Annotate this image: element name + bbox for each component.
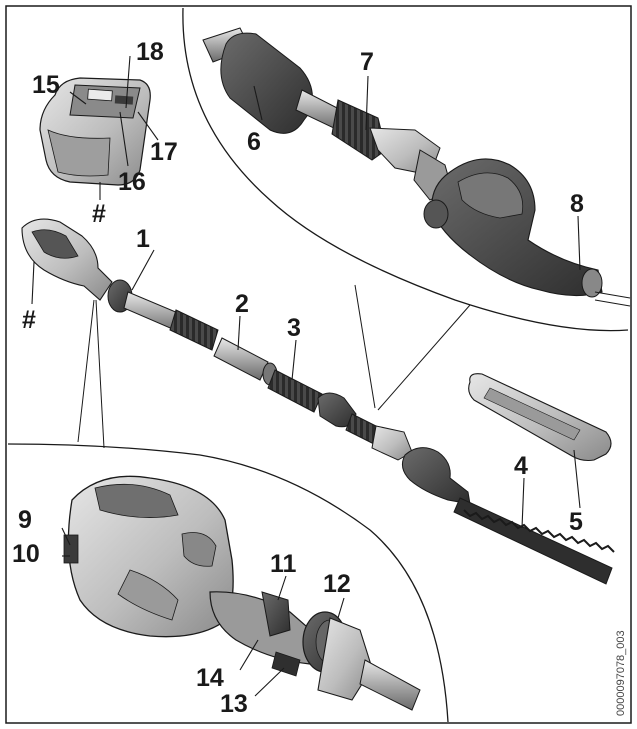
callout-9: 9 <box>18 506 32 534</box>
callout-12: 12 <box>323 570 351 598</box>
detail-view-bottom <box>7 299 449 723</box>
joint-part-7 <box>331 99 387 161</box>
callout-15: 15 <box>32 71 60 99</box>
switch-part-13 <box>271 651 301 677</box>
callout-2: 2 <box>235 290 249 318</box>
callout-10: 10 <box>12 540 40 568</box>
callout-1: 1 <box>136 225 150 253</box>
shaft-tube-part-3 <box>267 369 323 413</box>
callout-6: 6 <box>247 128 261 156</box>
cutter-blade-part-4 <box>453 497 615 585</box>
leader-lines <box>31 55 581 697</box>
callout-18: 18 <box>136 38 164 66</box>
lockout-button-part-9 <box>63 534 79 564</box>
shaft-tube-part-6 <box>220 32 313 134</box>
callout-7: 7 <box>360 48 374 76</box>
battery-pack-icon <box>39 77 151 186</box>
callout-5: 5 <box>569 508 583 536</box>
hedge-trimmer-icon <box>21 218 615 585</box>
callout-11: 11 <box>270 550 297 578</box>
document-id: 0000097078_003 <box>615 630 627 716</box>
detail-view-top <box>182 7 631 411</box>
callout-4: 4 <box>514 452 528 480</box>
callout-16: 16 <box>118 168 146 196</box>
callout-hash-handle: # <box>22 306 36 334</box>
shaft-tube-part-2 <box>213 337 269 381</box>
callout-17: 17 <box>150 138 178 166</box>
callout-13: 13 <box>220 690 248 718</box>
callout-hash-battery: # <box>92 200 106 228</box>
callout-14: 14 <box>196 664 224 692</box>
callout-8: 8 <box>570 190 584 218</box>
callout-3: 3 <box>287 314 301 342</box>
